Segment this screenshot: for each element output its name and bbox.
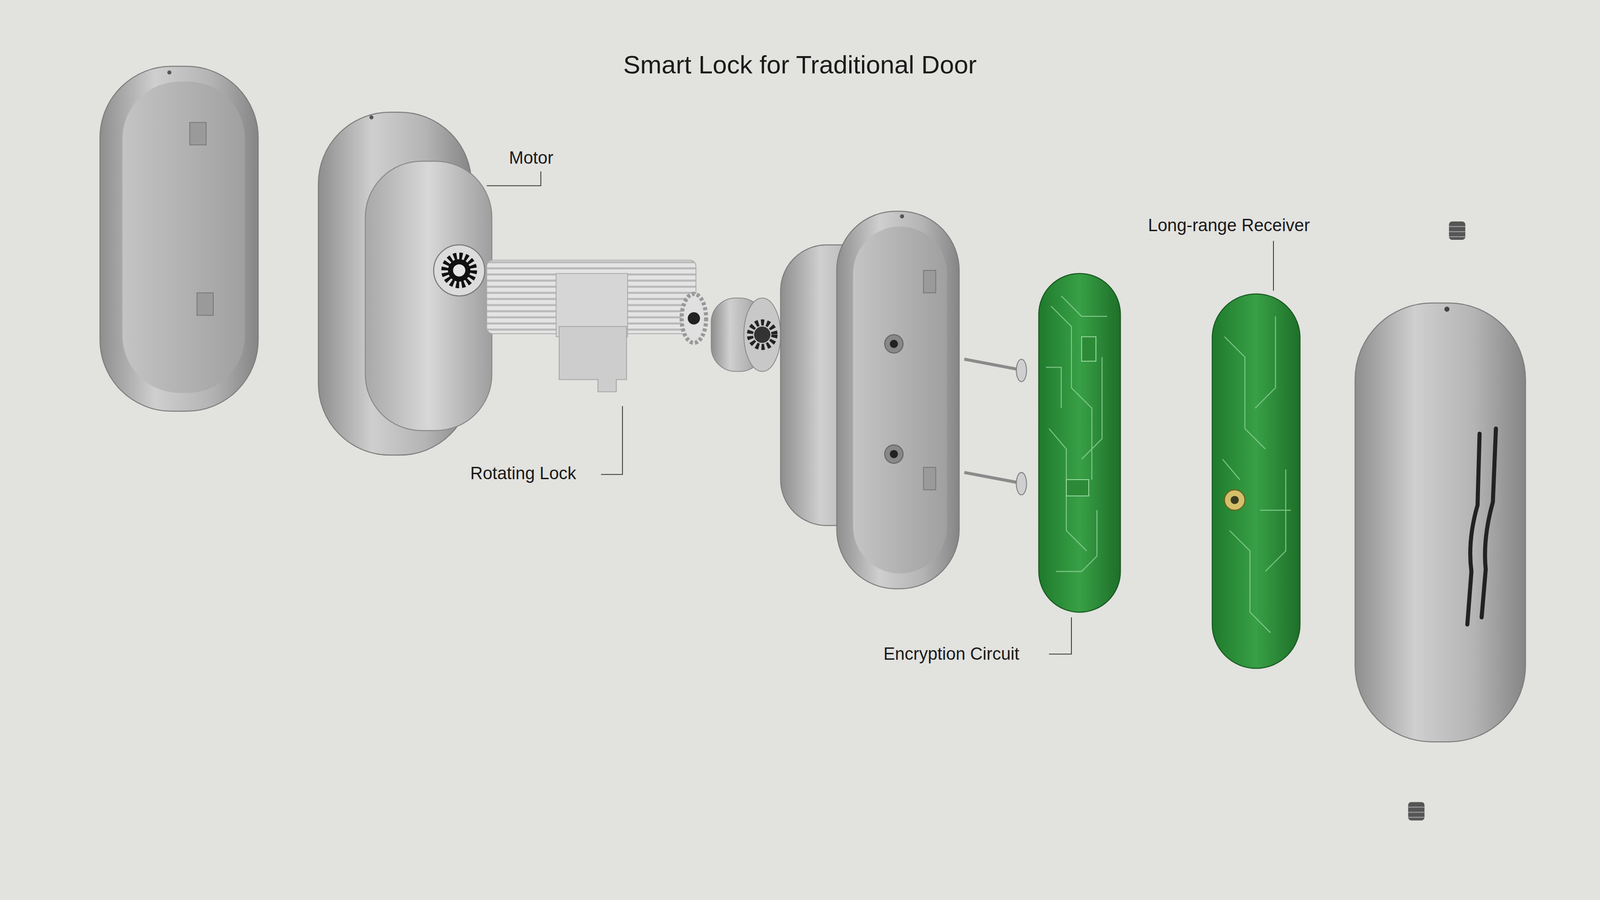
receiver-pcb [1212, 294, 1300, 669]
motor-housing [318, 112, 492, 456]
grub-screws [1407, 221, 1465, 821]
front-cover [1355, 303, 1526, 743]
part-label: Long-range Receiver [1148, 215, 1310, 237]
middle-housing [780, 211, 960, 589]
coupling [711, 298, 781, 372]
part-label: Rotating Lock [470, 463, 577, 485]
screws [964, 359, 1027, 496]
leader-lines [486, 171, 1274, 655]
rotating-lock-shaft [486, 260, 707, 393]
part-label: Encryption Circuit [883, 644, 1020, 665]
encryption-pcb [1038, 273, 1121, 613]
diagram-title: Smart Lock for Traditional Door [623, 49, 977, 80]
back-plate [99, 66, 259, 411]
part-label: Motor [509, 147, 554, 169]
